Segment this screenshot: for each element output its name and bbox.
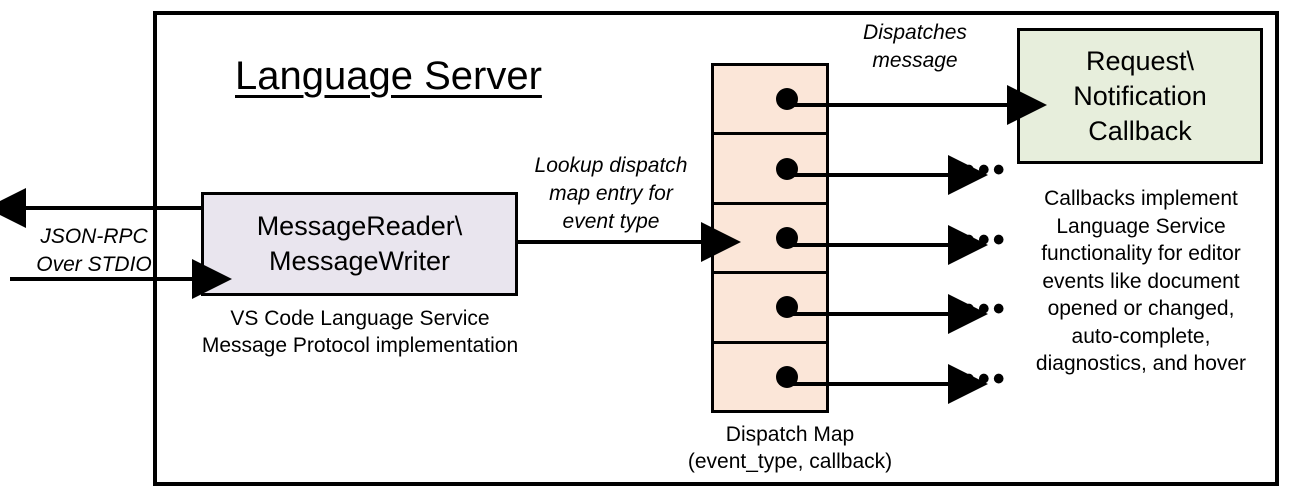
message-reader-writer-label: MessageReader\ MessageWriter xyxy=(256,211,463,276)
dispatch-entry-dot-icon xyxy=(776,365,798,388)
message-reader-writer-caption: VS Code Language Service Message Protoco… xyxy=(201,307,519,357)
dispatch-map-row[interactable] xyxy=(714,135,826,205)
dispatch-entry-dot-icon xyxy=(776,296,798,319)
dispatch-map-caption: Dispatch Map (event_type, callback) xyxy=(687,423,893,473)
dispatch-map-row[interactable] xyxy=(714,66,826,136)
language-server-boundary xyxy=(153,11,1279,486)
dispatch-map-row[interactable] xyxy=(714,274,826,344)
dispatches-message-edge-label: Dispatches message xyxy=(863,21,967,72)
callback-description: Callbacks implement Language Service fun… xyxy=(1035,187,1247,375)
ellipsis-row-3: ••• xyxy=(963,221,1008,259)
request-notification-callback-label: Request\ Notification Callback xyxy=(1073,45,1207,146)
ellipsis-row-4: ••• xyxy=(963,290,1008,328)
dispatch-entry-dot-icon xyxy=(776,227,798,250)
message-reader-writer-box[interactable]: MessageReader\ MessageWriter xyxy=(201,192,518,296)
ellipsis-row-5: ••• xyxy=(963,360,1008,398)
dispatch-map-row[interactable] xyxy=(714,205,826,275)
lookup-dispatch-edge-label: Lookup dispatch map entry for event type xyxy=(534,154,688,233)
dispatch-entry-dot-icon xyxy=(776,88,798,111)
dispatch-map-row[interactable] xyxy=(714,344,826,410)
ellipsis-row-2: ••• xyxy=(963,151,1008,189)
language-server-title: Language Server xyxy=(235,54,542,98)
request-notification-callback-box[interactable]: Request\ Notification Callback xyxy=(1017,28,1263,164)
dispatch-map-table[interactable] xyxy=(711,63,829,413)
dispatch-entry-dot-icon xyxy=(776,157,798,180)
jsonrpc-edge-label: JSON-RPC Over STDIO xyxy=(36,225,152,276)
